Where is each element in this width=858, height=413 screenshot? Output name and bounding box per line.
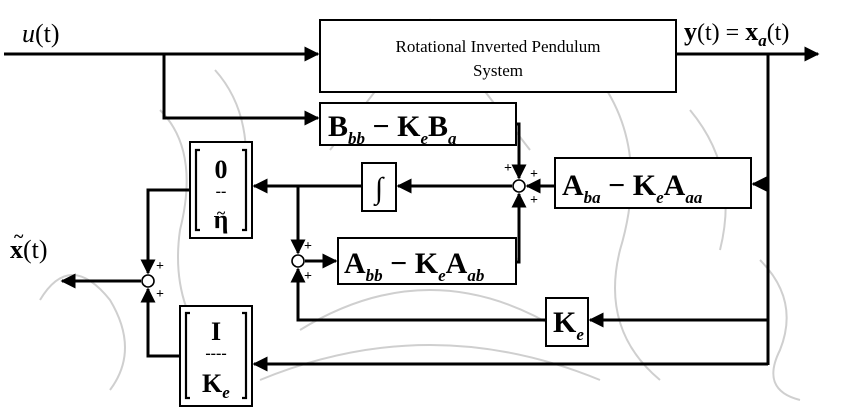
matrix-identity: I: [211, 317, 221, 346]
sign-plus-ke: +: [304, 269, 312, 284]
matrix-i-ke-divider: ----: [205, 345, 226, 362]
summing-junction-output: [141, 274, 155, 288]
matrix-i-ke-brackets: [184, 311, 248, 400]
integral-symbol: ∫: [373, 172, 385, 207]
output-signal-label: y(t) = xa(t): [684, 17, 789, 50]
wire-matrix-to-output-sum: [140, 188, 190, 275]
summing-junction-main: [512, 179, 526, 193]
wire-input-to-b-block: [162, 54, 320, 126]
matrix-zero-eta-block: [189, 141, 253, 239]
wire-i-ke-to-output-sum: [140, 287, 180, 358]
sign-plus-abb: +: [530, 193, 538, 208]
sign-plus-int: +: [304, 239, 312, 254]
a-bb-block: [337, 237, 517, 285]
a-ba-expression: Aba − KeAaa: [562, 169, 703, 207]
gain-ke-block: [545, 297, 589, 347]
estimate-tilde: ~: [14, 226, 24, 246]
matrix-ke: Ke: [202, 369, 230, 402]
matrix-zero: 0: [215, 155, 228, 184]
a-bb-expression: Abb − KeAab: [344, 247, 484, 285]
plant-label-line2: System: [473, 61, 523, 80]
matrix-zero-eta-brackets: [194, 148, 248, 232]
gain-ke-expression: Ke: [553, 306, 584, 344]
estimate-signal-label: x(t): [10, 235, 48, 264]
b-bb-expression: Bbb − KeBa: [328, 110, 457, 148]
sign-plus-matrix: +: [156, 259, 164, 274]
a-ba-block: [554, 157, 752, 209]
matrix-eta: η: [214, 205, 229, 234]
sign-plus-b: +: [504, 161, 512, 176]
sign-plus-aba: +: [530, 167, 538, 182]
matrix-eta-tilde: ~: [217, 205, 226, 222]
plant-label-line1: Rotational Inverted Pendulum: [396, 37, 601, 56]
wire-a-bb-to-sum: [511, 192, 527, 264]
wire-b-to-sum: [511, 122, 527, 180]
matrix-zero-eta-divider: --: [216, 183, 227, 200]
input-signal-label: u(t): [22, 19, 60, 48]
sign-plus-ike: +: [156, 287, 164, 302]
wire-ke-to-abb-sum: [290, 267, 546, 322]
plant-block: [319, 19, 677, 93]
summing-junction-abb: [291, 254, 305, 268]
